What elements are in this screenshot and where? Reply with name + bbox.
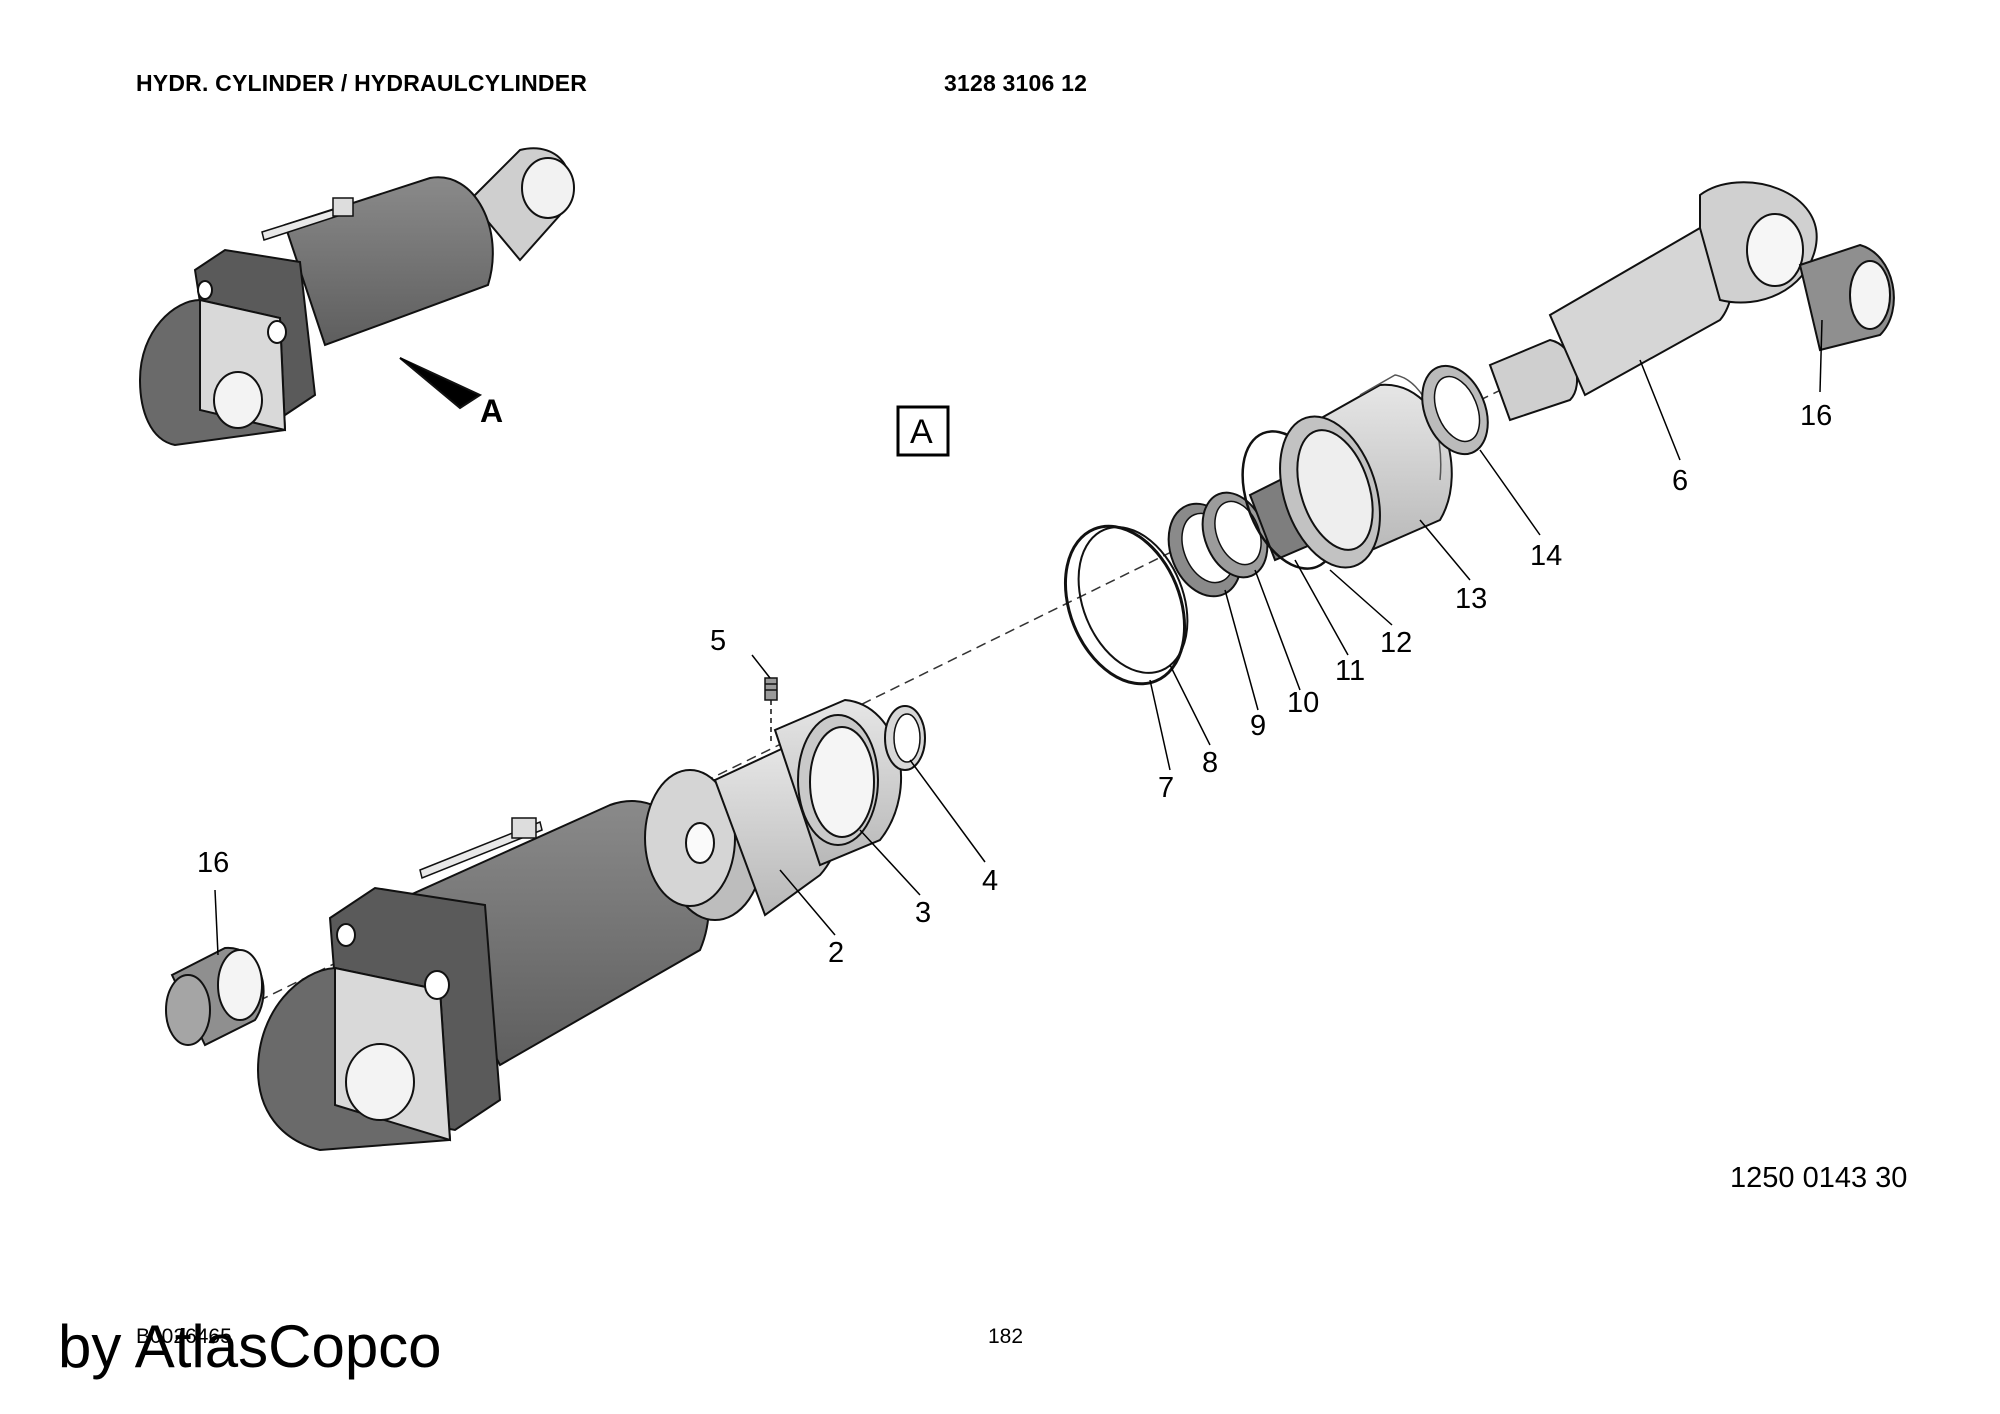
part-3 — [773, 698, 902, 867]
part-8 — [1077, 526, 1189, 674]
part-14 — [1421, 364, 1489, 456]
part-6 — [1488, 181, 1818, 422]
doc-reference: B0026465 — [136, 1325, 232, 1348]
bushing-16-right — [1798, 243, 1895, 352]
leader-lines — [214, 319, 1823, 956]
bushing-16-left — [165, 946, 265, 1047]
part-7 — [1063, 524, 1187, 686]
part-5 — [764, 677, 778, 745]
watermark: by AtlasCopco — [58, 1313, 442, 1380]
callout-8: 8 — [1202, 747, 1218, 779]
callout-16-right: 16 — [1800, 400, 1832, 432]
cylinder-barrel — [256, 800, 710, 1152]
callout-2: 2 — [828, 937, 844, 969]
view-arrow-label: A — [480, 393, 503, 429]
callout-10: 10 — [1287, 687, 1319, 719]
view-box-label: A — [910, 413, 933, 451]
part-number: 3128 3106 12 — [944, 70, 1088, 96]
page-title: HYDR. CYLINDER / HYDRAULCYLINDER — [136, 70, 588, 96]
page-number: 182 — [988, 1325, 1024, 1348]
callout-14: 14 — [1530, 540, 1562, 572]
callout-13: 13 — [1455, 583, 1487, 615]
part-13 — [1279, 374, 1453, 569]
callout-6: 6 — [1672, 465, 1688, 497]
callout-16-left: 16 — [197, 847, 229, 879]
overview-cylinder-assembly — [138, 147, 575, 447]
callout-11: 11 — [1335, 655, 1365, 687]
callout-12: 12 — [1380, 627, 1412, 659]
view-box — [896, 405, 950, 457]
callout-7: 7 — [1158, 772, 1174, 804]
drawing-number: 1250 0143 30 — [1730, 1162, 1908, 1194]
callout-9: 9 — [1250, 710, 1266, 742]
callout-5: 5 — [710, 625, 726, 657]
callout-4: 4 — [982, 865, 998, 897]
callout-3: 3 — [915, 897, 931, 929]
